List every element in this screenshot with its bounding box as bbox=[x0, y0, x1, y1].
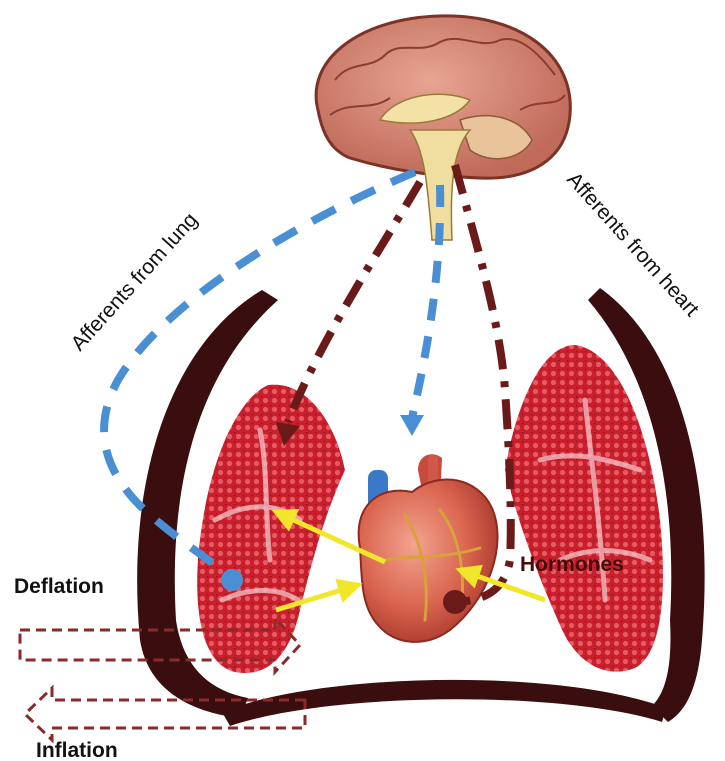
heart-afferent-path-left bbox=[288, 182, 420, 422]
diaphragm bbox=[222, 680, 666, 726]
hormones-label: Hormones bbox=[520, 553, 624, 576]
heart-receptor-ending bbox=[443, 590, 467, 614]
deflation-label: Deflation bbox=[14, 575, 104, 598]
heart-icon bbox=[359, 454, 498, 642]
lung-receptor-ending bbox=[221, 569, 243, 591]
right-lung-icon bbox=[505, 345, 663, 672]
afferents-from-lung-label: Afferents from lung bbox=[67, 208, 203, 355]
afferents-from-heart-label: Afferents from heart bbox=[562, 168, 703, 321]
lung-afferent-arrowhead bbox=[400, 415, 424, 436]
inflation-label: Inflation bbox=[36, 739, 118, 761]
